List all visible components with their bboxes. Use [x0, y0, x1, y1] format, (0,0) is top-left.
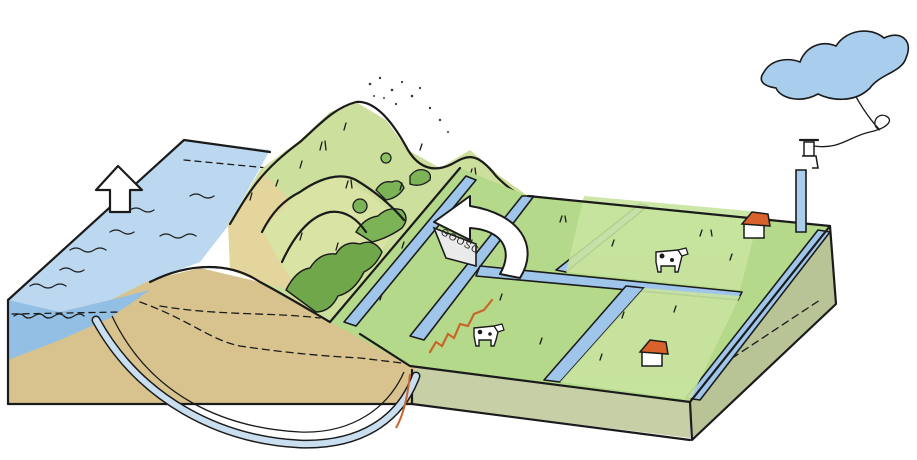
- cloud-lake-icon: [761, 31, 908, 99]
- tap-icon: [796, 140, 818, 232]
